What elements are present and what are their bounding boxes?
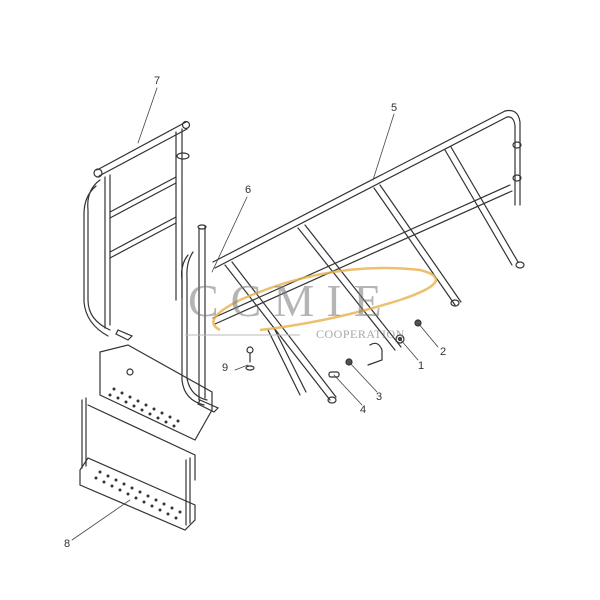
callout-2: 2 xyxy=(440,346,447,358)
watermark-subtitle: COOPERATION xyxy=(316,327,405,341)
leader-lines xyxy=(71,87,439,541)
callout-6: 6 xyxy=(245,184,252,196)
steps-8 xyxy=(79,344,213,531)
hardware xyxy=(245,319,422,378)
callout-3: 3 xyxy=(376,391,383,403)
watermark-swoosh xyxy=(212,266,438,332)
callout-9: 9 xyxy=(222,362,229,374)
callout-4: 4 xyxy=(360,404,367,416)
post-6 xyxy=(181,224,220,413)
callout-8: 8 xyxy=(64,538,71,550)
step-perforations xyxy=(94,387,182,520)
callout-1: 1 xyxy=(418,360,425,372)
callout-7: 7 xyxy=(154,75,161,87)
handrail-5 xyxy=(212,109,525,404)
watermark-brand: CCMIE xyxy=(188,275,394,326)
handrail-7 xyxy=(83,120,191,341)
callout-5: 5 xyxy=(391,102,398,114)
